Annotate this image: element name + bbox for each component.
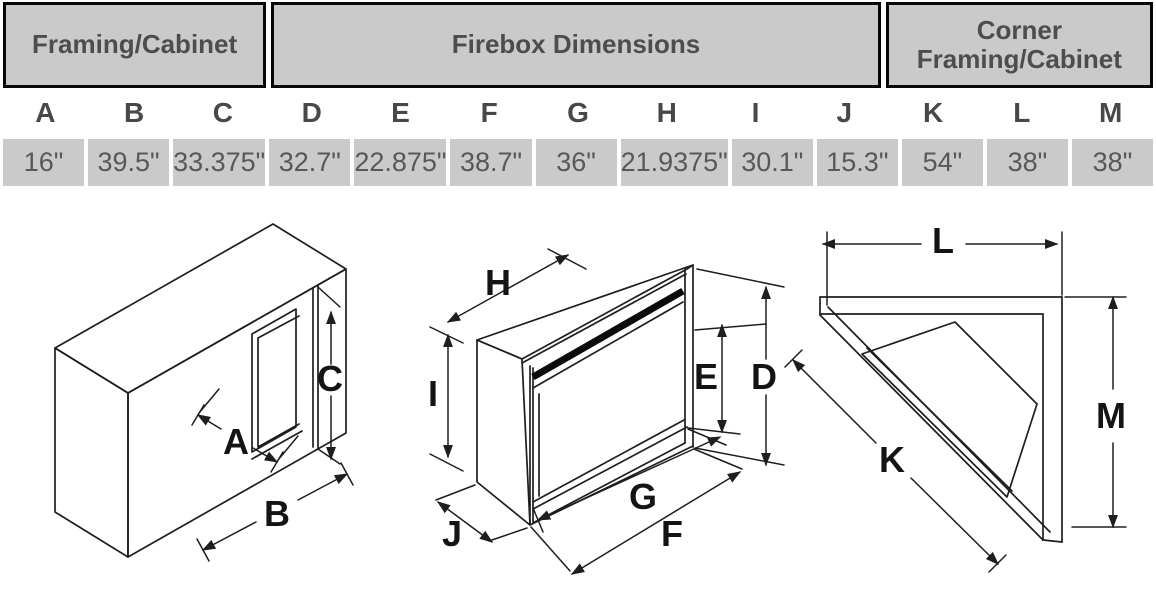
- col-G: G: [567, 97, 589, 128]
- dim-label-E: E: [694, 356, 718, 397]
- firebox-sill-lines: [532, 419, 688, 510]
- dim-label-D: D: [751, 356, 777, 397]
- table-values-row: 16" 39.5" 33.375" 32.7" 22.875" 38.7" 36…: [0, 139, 1156, 186]
- firebox-diagram: H I J G F E D: [428, 248, 785, 575]
- firebox-front-right-edge: [684, 264, 694, 448]
- value-L: 38": [986, 139, 1068, 186]
- col-E: E: [391, 97, 410, 128]
- dim-G-witness: [532, 428, 727, 533]
- dim-M-witness: [1064, 296, 1127, 528]
- section-corner-framing-cabinet: Corner Framing/Cabinet: [885, 2, 1153, 88]
- dim-A-witness: [191, 388, 299, 473]
- dim-K-line: [792, 359, 877, 444]
- dim-H-line: [446, 254, 570, 323]
- col-F: F: [480, 97, 498, 128]
- cabinet-front-face: [127, 268, 347, 558]
- value-M: 38": [1071, 139, 1153, 186]
- col-K: K: [922, 97, 944, 128]
- wall-end-caps: [819, 296, 1063, 543]
- value-I: 30.1": [731, 139, 813, 186]
- value-K: 54": [901, 139, 983, 186]
- firebox-louver-band: [531, 287, 685, 381]
- dim-label-F: F: [661, 513, 683, 554]
- value-B: 39.5": [88, 139, 170, 186]
- value-D: 32.7": [269, 139, 351, 186]
- value-H: 21.9375": [620, 139, 728, 186]
- dim-label-I: I: [428, 373, 438, 414]
- value-J: 15.3": [816, 139, 898, 186]
- dim-label-J: J: [442, 513, 462, 554]
- col-L: L: [1013, 97, 1031, 128]
- dim-label-H: H: [485, 262, 511, 303]
- cabinet-top-face: [54, 223, 347, 394]
- value-E: 22.875": [354, 139, 447, 186]
- dim-label-M: M: [1096, 395, 1126, 436]
- opening-recess-lines: [251, 315, 303, 460]
- col-I: I: [751, 97, 760, 128]
- col-D: D: [301, 97, 322, 128]
- col-B: B: [124, 97, 145, 128]
- dim-J-line: [436, 501, 494, 543]
- dim-label-B: B: [264, 493, 290, 534]
- section-framing-cabinet: Framing/Cabinet: [3, 2, 267, 88]
- col-C: C: [212, 97, 234, 128]
- dim-K-witness: [784, 349, 1007, 573]
- dim-B-line2: [297, 473, 349, 501]
- col-H: H: [656, 97, 677, 128]
- dim-label-L: L: [932, 220, 954, 261]
- framing-cabinet-diagram: A B C: [54, 223, 354, 562]
- value-C: 33.375": [173, 139, 266, 186]
- dim-I-witness: [429, 453, 464, 472]
- dim-L-witness: [826, 231, 1063, 306]
- dim-label-G: G: [629, 476, 657, 517]
- col-A: A: [35, 97, 56, 128]
- col-M: M: [1098, 97, 1123, 128]
- value-A: 16": [3, 139, 85, 186]
- value-G: 36": [535, 139, 617, 186]
- dim-A-line2: [252, 447, 279, 463]
- firebox-front-left-edge: [529, 365, 534, 525]
- diagram-strip: A B C H: [0, 186, 1156, 597]
- table-section-row: Framing/Cabinet Firebox Dimensions Corne…: [3, 2, 1153, 88]
- corner-firebox-outline: [861, 321, 1038, 498]
- dim-J-witness: [435, 484, 528, 542]
- dim-E-witness: [687, 323, 767, 435]
- dim-B-witness: [196, 462, 354, 562]
- firebox-left-face: [476, 339, 531, 526]
- diagonal-wall-lines: [819, 306, 1051, 541]
- cabinet-left-face: [54, 347, 129, 558]
- value-F: 38.7": [450, 139, 532, 186]
- section-firebox-dimensions: Firebox Dimensions: [271, 2, 881, 88]
- dim-F-line: [570, 471, 742, 575]
- col-J: J: [836, 97, 853, 128]
- dim-F-witness: [530, 448, 743, 572]
- table-column-letters: A B C D E F G H I J K L M: [0, 88, 1156, 138]
- dim-D-witness: [694, 268, 785, 466]
- dim-label-A: A: [223, 421, 249, 462]
- corner-firebox-front-inner: [866, 347, 1013, 492]
- dim-C-witness: [317, 286, 341, 465]
- dim-label-C: C: [317, 358, 343, 399]
- firebox-top-trim: [521, 273, 687, 364]
- corner-framing-diagram: K L M: [784, 220, 1127, 573]
- dim-B-line: [201, 521, 257, 551]
- firebox-opening: [251, 308, 297, 453]
- dim-label-K: K: [879, 439, 905, 480]
- dim-K-line2: [910, 477, 999, 565]
- firebox-louver-lower-line: [532, 301, 684, 389]
- dim-A-line: [196, 414, 222, 430]
